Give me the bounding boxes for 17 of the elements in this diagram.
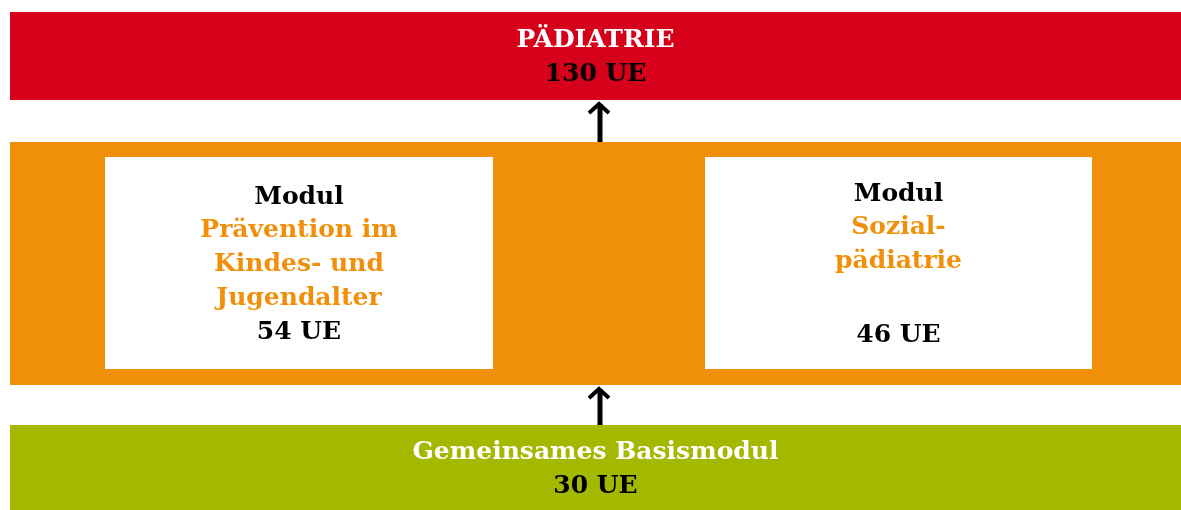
module-box (705, 157, 1092, 369)
module-label: Modul (853, 176, 944, 209)
unit-count: 46 UE (856, 317, 941, 350)
module-title: Prävention im Kindes- und Jugendalter (199, 213, 399, 313)
module-title: Sozial- pädiatrie (834, 210, 963, 276)
arrow (587, 387, 611, 426)
arrow (587, 102, 611, 143)
module-band (10, 142, 1181, 385)
unit-count: 130 UE (544, 57, 647, 89)
module-box (105, 157, 493, 369)
unit-count: 54 UE (256, 314, 342, 347)
top-band (10, 12, 1181, 100)
module-label: Modul (254, 179, 344, 212)
bottom-band (10, 425, 1181, 510)
unit-count: 30 UE (553, 468, 638, 501)
band-title: Gemeinsames Basismodul (412, 434, 779, 467)
band-title: PÄDIATRIE (516, 23, 675, 56)
